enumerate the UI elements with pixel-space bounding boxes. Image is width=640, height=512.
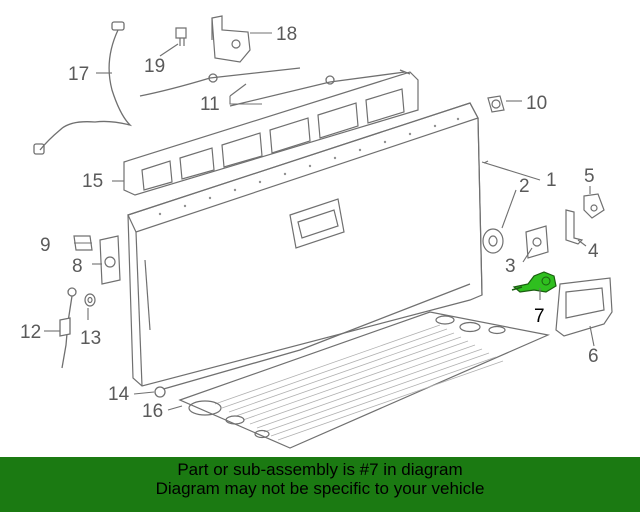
latch-lock [99, 235, 121, 285]
callout-1: 1 [546, 170, 557, 191]
callout-6: 6 [588, 346, 599, 367]
rod-14 [154, 283, 471, 398]
callout-3: 3 [505, 256, 516, 277]
washer [84, 293, 96, 307]
parts-diagram: 1 2 3 4 5 6 7 8 9 10 11 12 13 14 15 16 1… [20, 15, 613, 449]
banner-line-1: Part or sub-assembly is #7 in diagram [177, 460, 463, 479]
callout-11: 11 [200, 94, 220, 115]
info-banner: Part or sub-assembly is #7 in diagram Di… [0, 457, 640, 512]
callout-5: 5 [584, 166, 595, 187]
callout-7: 7 [534, 306, 545, 327]
callout-10: 10 [526, 93, 547, 114]
callouts: 1 2 3 4 5 6 7 8 9 10 11 12 13 14 15 16 1… [20, 24, 599, 422]
support-cable [59, 287, 77, 369]
leader-lines [44, 32, 595, 411]
callout-14: 14 [108, 384, 130, 405]
callout-19: 19 [144, 56, 165, 77]
callout-2: 2 [519, 176, 530, 197]
callout-13: 13 [80, 328, 101, 349]
handle-assembly [555, 277, 613, 337]
bumper [487, 95, 505, 113]
callout-15: 15 [82, 171, 103, 192]
banner-line-2: Diagram may not be specific to your vehi… [155, 479, 485, 498]
callout-12: 12 [20, 322, 41, 343]
hinge [211, 15, 251, 63]
rods [139, 67, 411, 107]
callout-4: 4 [588, 241, 599, 262]
callout-18: 18 [276, 24, 297, 45]
tailgate-liner [178, 311, 551, 449]
tailgate-shell [127, 102, 483, 387]
callout-9: 9 [40, 235, 51, 256]
callout-16: 16 [142, 401, 163, 422]
bolt [175, 27, 187, 46]
latch-parts [482, 193, 605, 259]
callout-17: 17 [68, 64, 89, 85]
upper-panel [123, 71, 419, 196]
highlighted-part-7 [511, 271, 557, 293]
wiring-harness [33, 21, 133, 155]
callout-8: 8 [72, 256, 83, 277]
